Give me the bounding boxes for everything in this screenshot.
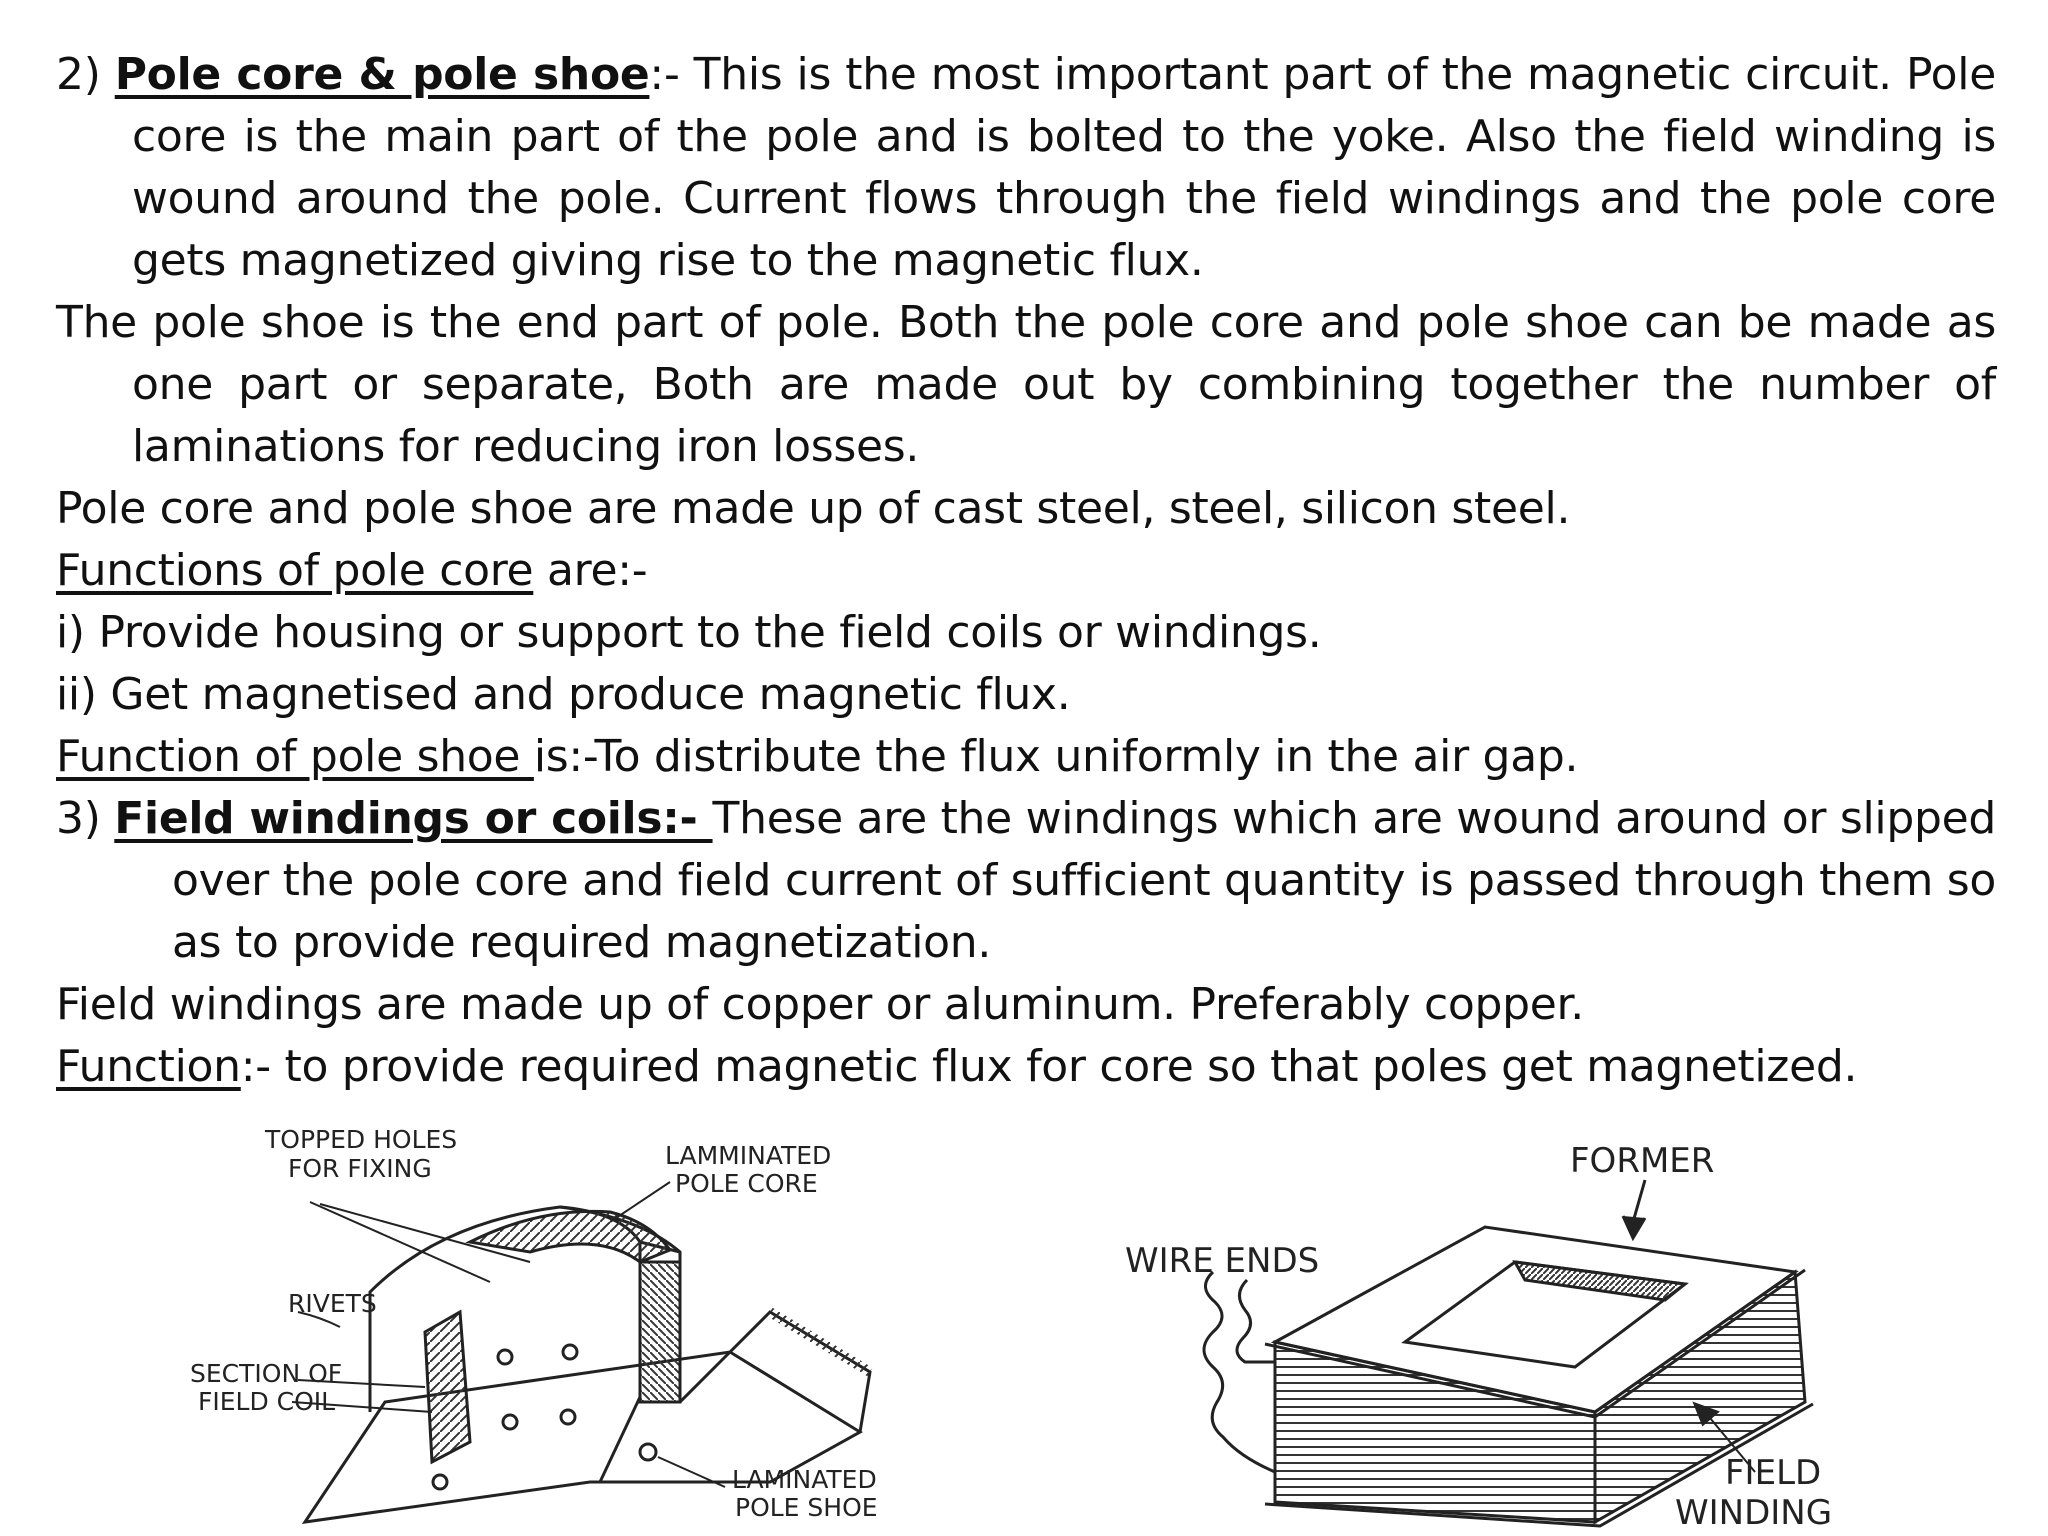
windings-function: Function:- to provide required magnetic … [56, 1036, 1996, 1098]
section-title: Pole core & pole shoe [114, 49, 650, 100]
function-item: ii) Get magnetised and produce magnetic … [56, 669, 1071, 720]
label-former: FORMER [1570, 1141, 1714, 1181]
label-wire-ends: WIRE ENDS [1125, 1241, 1319, 1281]
label-field: FIELD [1725, 1453, 1821, 1493]
section-title: Field windings or coils:- [114, 793, 713, 844]
functions-heading-suffix: are:- [533, 545, 648, 596]
section-number: 2) [56, 49, 115, 100]
windings-function-heading: Function [56, 1041, 241, 1092]
field-winding-drawing: FORMER WIRE ENDS FIELD WINDING [1125, 1141, 1832, 1533]
section-number: 3) [56, 793, 115, 844]
pole-shoe-function: Function of pole shoe is:-To distribute … [56, 726, 1996, 788]
label-pole-core: POLE CORE [675, 1169, 818, 1198]
pole-shoe-function-heading: Function of pole shoe [56, 731, 534, 782]
label-topped-holes: TOPPED HOLES [264, 1125, 457, 1154]
section-body: :- This is the most important part of th… [132, 49, 1996, 286]
label-rivets: RIVETS [288, 1289, 377, 1318]
label-for-fixing: FOR FIXING [288, 1154, 432, 1183]
materials-line: Pole core and pole shoe are made up of c… [56, 483, 1571, 534]
section-3-paragraph: 3) Field windings or coils:- These are t… [56, 788, 1996, 974]
functions-heading-link-text: Functions of pole core [56, 545, 534, 596]
pole-core-figure: TOPPED HOLES FOR FIXING LAMMINATED POLE … [170, 1112, 950, 1536]
windings-material-line: Field windings are made up of copper or … [56, 979, 1584, 1030]
pole-core-drawing: TOPPED HOLES FOR FIXING LAMMINATED POLE … [190, 1125, 878, 1524]
pole-core-functions-heading: Functions of pole core are:- [56, 540, 1996, 602]
label-section-of: SECTION OF [190, 1359, 342, 1388]
document-text: 2) Pole core & pole shoe:- This is the m… [56, 44, 1996, 1098]
pole-shoe-function-text: is:-To distribute the flux uniformly in … [533, 731, 1579, 782]
windings-function-text: :- to provide required magnetic flux for… [240, 1041, 1858, 1092]
pole-shoe-paragraph: The pole shoe is the end part of pole. B… [56, 297, 1996, 472]
section-2-paragraph: 2) Pole core & pole shoe:- This is the m… [56, 44, 1996, 292]
label-field-coil: FIELD COIL [198, 1387, 335, 1416]
label-laminated-pole-core: LAMMINATED [665, 1141, 831, 1170]
label-laminated-pole-shoe: LAMINATED [732, 1465, 877, 1494]
field-winding-figure: FORMER WIRE ENDS FIELD WINDING [1105, 1112, 1915, 1536]
function-item: i) Provide housing or support to the fie… [56, 607, 1322, 658]
label-winding: WINDING [1675, 1493, 1832, 1533]
section-body: These are the windings which are wound a… [172, 793, 1997, 968]
label-pole-shoe: POLE SHOE [735, 1493, 878, 1522]
coil-right-side [1593, 1269, 1807, 1525]
